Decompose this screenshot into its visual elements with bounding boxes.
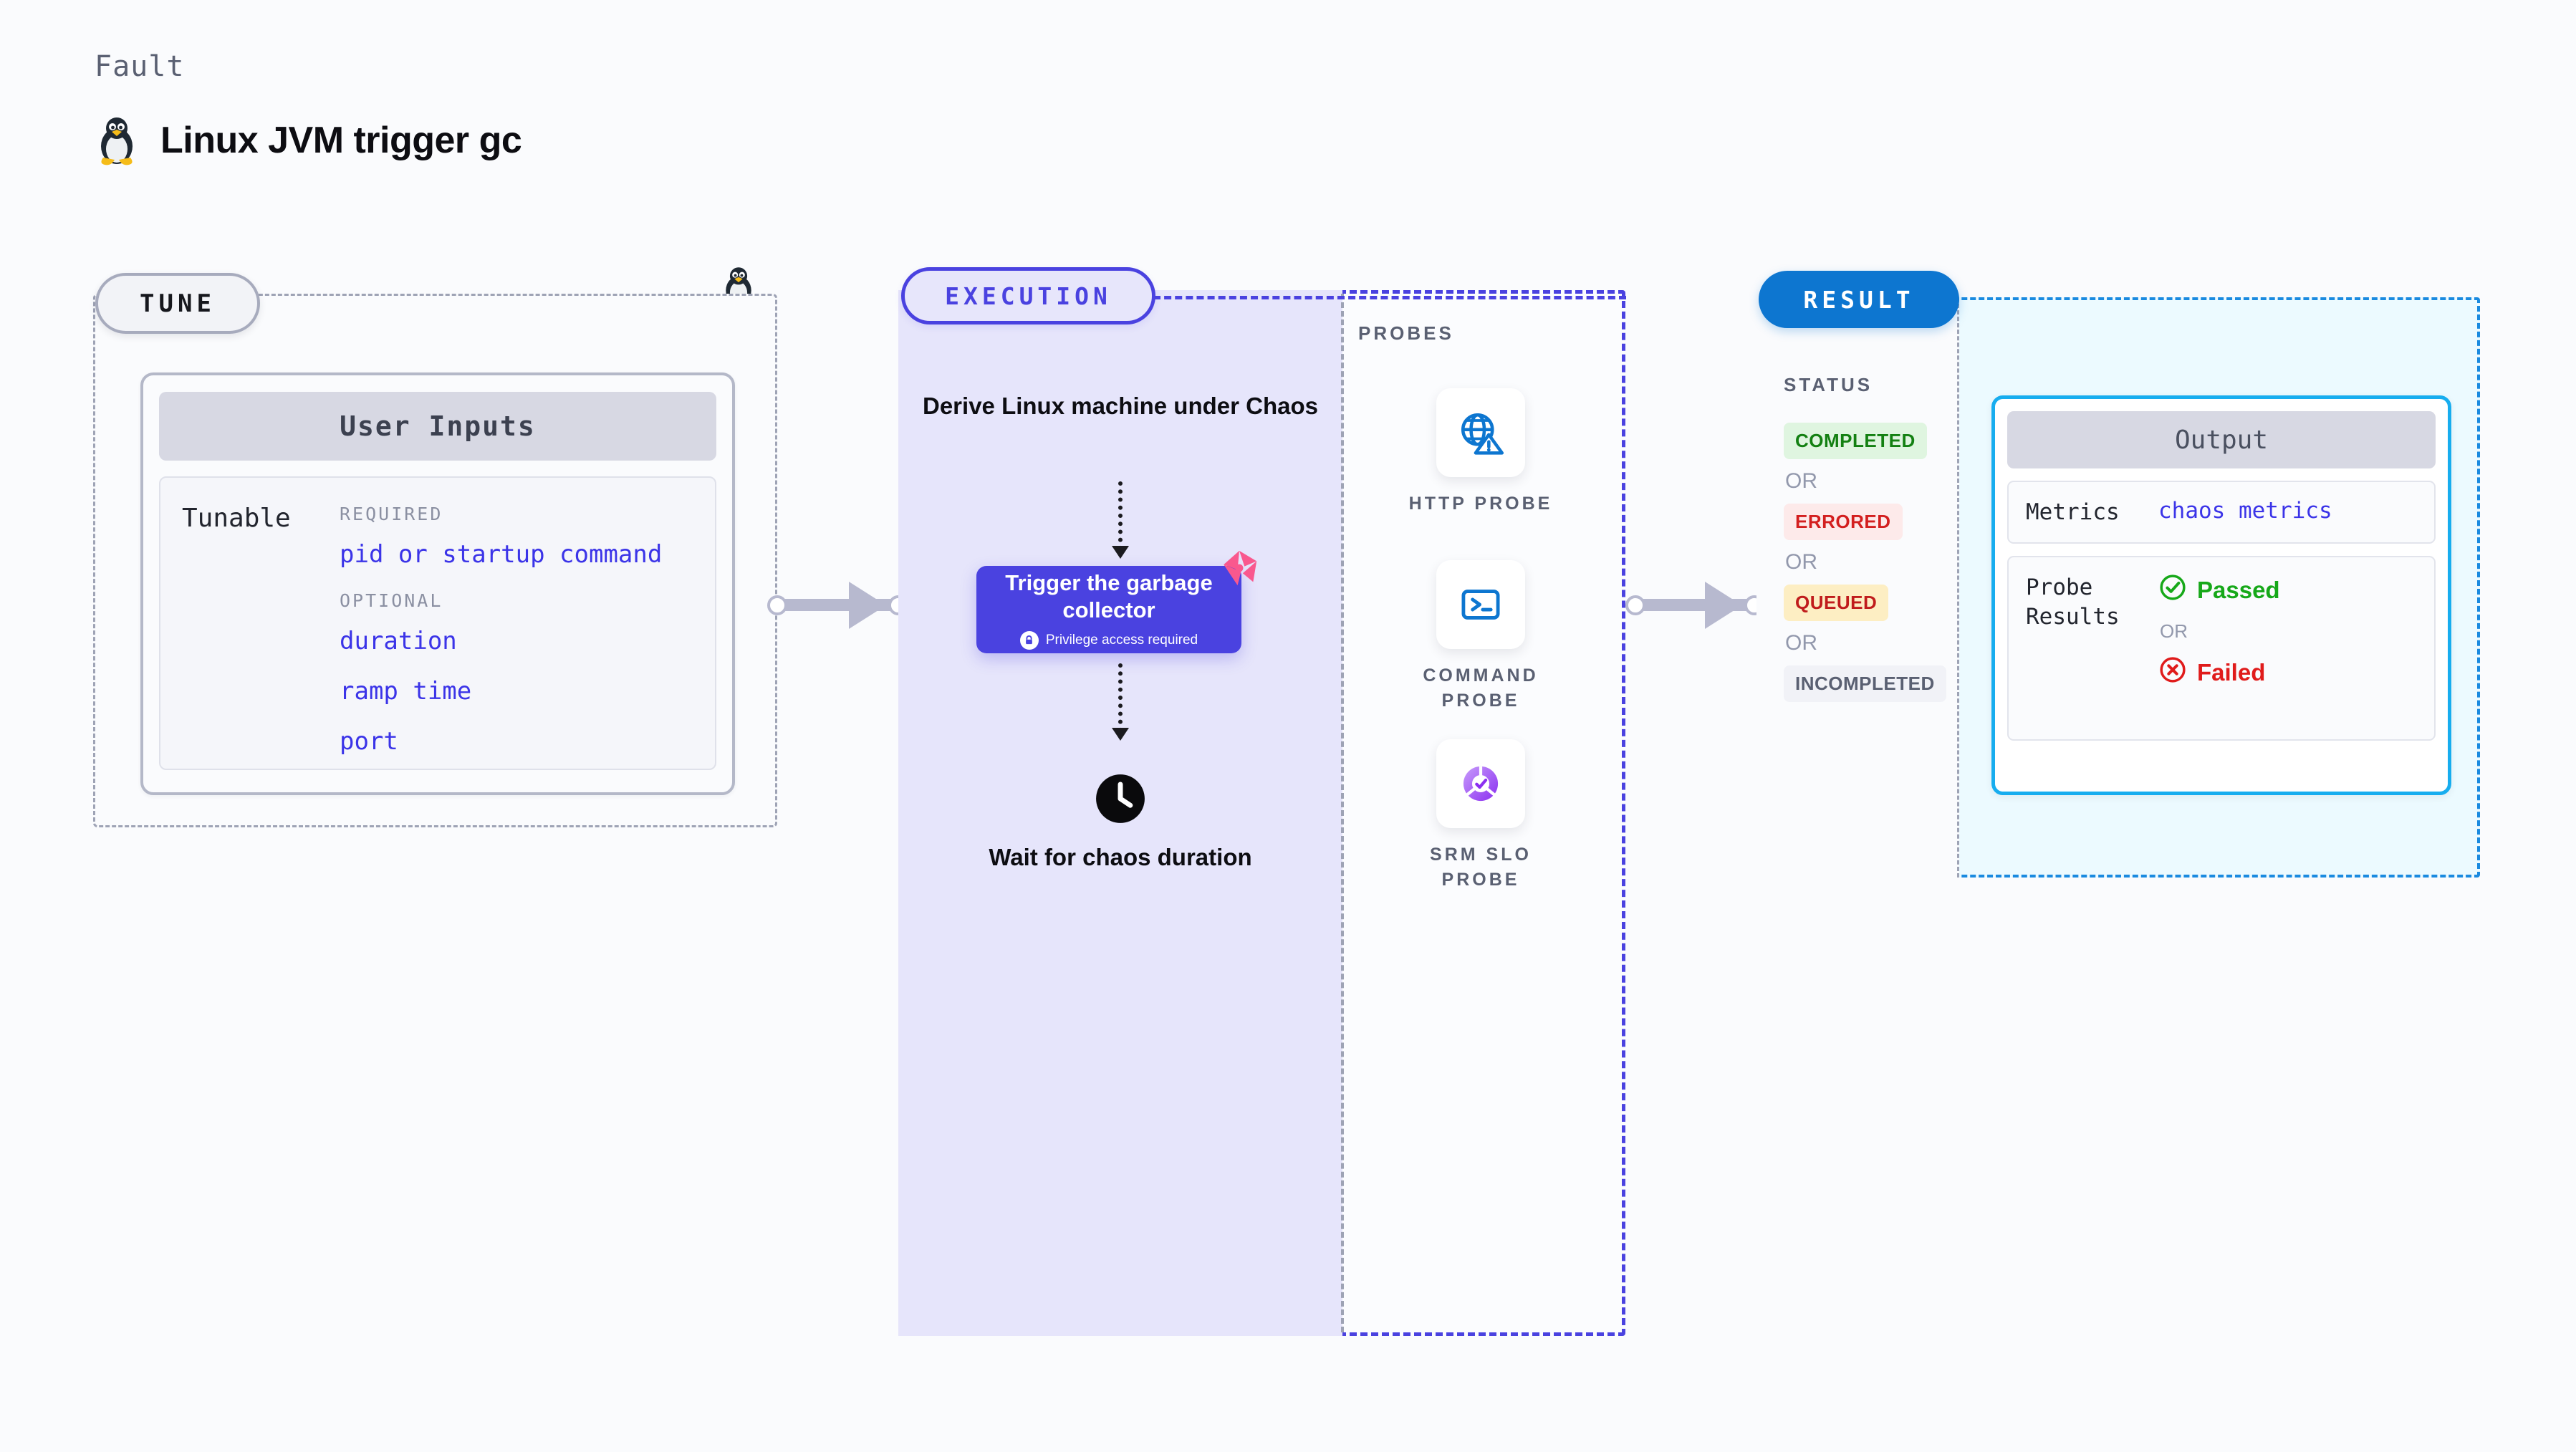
flow-arrow-1-head (1112, 546, 1129, 559)
wait-duration-step: Wait for chaos duration (898, 772, 1342, 874)
probe-result-passed-label: Passed (2197, 577, 2280, 604)
status-badge-list: COMPLETED OR ERRORED OR QUEUED OR INCOMP… (1784, 423, 1946, 702)
user-inputs-card: User Inputs Tunable REQUIRED pid or star… (140, 372, 735, 795)
trigger-gc-title: Trigger the garbage collector (1005, 570, 1213, 622)
status-badge-incompleted: INCOMPLETED (1784, 665, 1946, 702)
wait-duration-label: Wait for chaos duration (989, 844, 1252, 870)
probe-result-passed: Passed (2158, 573, 2280, 607)
flow-arrow-2-head (1112, 728, 1129, 741)
result-stage-pill[interactable]: RESULT (1759, 271, 1959, 328)
globe-warning-icon (1436, 388, 1525, 477)
page-title: Linux JVM trigger gc (160, 120, 522, 161)
output-card: Output Metrics chaos metrics Probe Resul… (1991, 395, 2451, 795)
tune-stage-pill[interactable]: TUNE (95, 273, 260, 334)
clock-icon (1094, 772, 1147, 829)
output-title: Output (2007, 411, 2436, 468)
probe-result-failed: Failed (2158, 655, 2280, 690)
derive-machine-step: Derive Linux machine under Chaos (923, 393, 1318, 419)
status-badge-queued: QUEUED (1784, 585, 1889, 621)
tunable-row-label: Tunable (182, 504, 291, 533)
output-metrics-key: Metrics (2026, 499, 2120, 525)
tunable-item-pid[interactable]: pid or startup command (340, 540, 663, 569)
probe-command[interactable]: COMMAND PROBE (1405, 560, 1556, 713)
slo-donut-check-icon (1436, 739, 1525, 828)
output-metrics-value[interactable]: chaos metrics (2158, 498, 2332, 524)
x-circle-icon (2158, 655, 2187, 690)
probe-result-or: OR (2160, 620, 2188, 643)
tunable-item-port[interactable]: port (340, 727, 398, 756)
probe-http[interactable]: HTTP PROBE (1405, 388, 1556, 516)
tunable-item-ramp-time[interactable]: ramp time (340, 677, 472, 706)
probe-http-label: HTTP PROBE (1408, 494, 1553, 514)
execution-stage-pill[interactable]: EXECUTION (901, 267, 1155, 324)
status-section-label: STATUS (1784, 374, 1873, 395)
status-or-3: OR (1785, 631, 1817, 655)
output-probe-key: Probe Results (2026, 574, 2120, 630)
terminal-icon (1436, 560, 1525, 649)
page-kicker: Fault (95, 50, 185, 83)
page-title-row: Linux JVM trigger gc (95, 115, 522, 166)
status-badge-completed: COMPLETED (1784, 423, 1927, 459)
lock-icon (1019, 630, 1039, 650)
user-inputs-title: User Inputs (159, 392, 716, 461)
check-circle-icon (2158, 573, 2187, 607)
probe-srm-slo-label: SRM SLO PROBE (1430, 845, 1532, 890)
tux-penguin-icon (95, 115, 139, 166)
probe-command-label: COMMAND PROBE (1423, 665, 1539, 711)
optional-label: OPTIONAL (340, 590, 443, 611)
flow-arrow-1 (1118, 481, 1123, 550)
probes-section-label: PROBES (1358, 322, 1454, 344)
status-or-1: OR (1785, 469, 1817, 493)
probe-result-failed-label: Failed (2197, 659, 2266, 686)
probe-srm-slo[interactable]: SRM SLO PROBE (1405, 739, 1556, 893)
status-or-2: OR (1785, 550, 1817, 574)
status-badge-errored: ERRORED (1784, 504, 1903, 540)
tunable-values: REQUIRED pid or startup command OPTIONAL… (340, 504, 715, 769)
trigger-gc-card[interactable]: Trigger the garbage collector Privilege … (976, 550, 1257, 653)
output-metrics-row: Metrics chaos metrics (2007, 481, 2436, 544)
execution-top-dash (1153, 296, 1626, 299)
tunable-item-duration[interactable]: duration (340, 627, 457, 655)
output-probe-results-row: Probe Results Passed OR (2007, 556, 2436, 741)
privilege-note-label: Privilege access required (1045, 632, 1198, 648)
required-label: REQUIRED (340, 504, 443, 524)
output-probe-values: Passed OR Failed (2158, 573, 2280, 723)
execution-probes-divider (1341, 294, 1344, 1332)
flow-arrow-2 (1118, 663, 1123, 732)
chaos-pinwheel-icon (1219, 547, 1260, 592)
tunable-body: Tunable REQUIRED pid or startup command … (159, 476, 716, 770)
privilege-note: Privilege access required (1019, 630, 1198, 650)
